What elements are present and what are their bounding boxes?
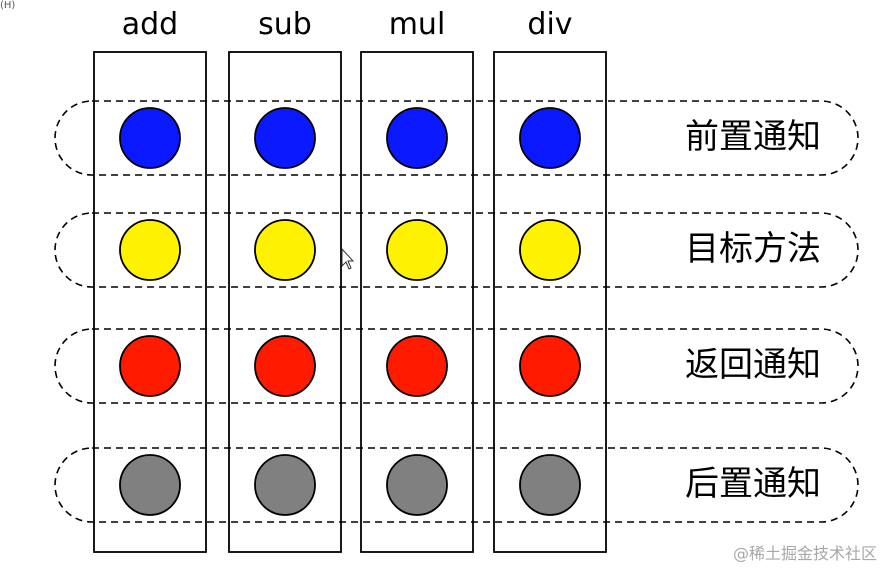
circle-sub-row-3 bbox=[254, 335, 316, 397]
row-label-2: 目标方法 bbox=[685, 229, 821, 269]
circle-div-row-3 bbox=[519, 335, 581, 397]
circle-add-row-4 bbox=[119, 454, 181, 516]
circle-mul-row-2 bbox=[386, 219, 448, 281]
circle-mul-row-3 bbox=[386, 335, 448, 397]
column-box-div bbox=[493, 51, 607, 553]
row-label-1: 前置通知 bbox=[685, 117, 821, 157]
row-label-4: 后置通知 bbox=[685, 464, 821, 504]
circle-add-row-2 bbox=[119, 219, 181, 281]
circle-add-row-3 bbox=[119, 335, 181, 397]
circle-sub-row-1 bbox=[254, 107, 316, 169]
row-band-2 bbox=[54, 212, 859, 288]
column-box-mul bbox=[360, 51, 474, 553]
row-band-4 bbox=[54, 447, 859, 523]
column-box-sub bbox=[228, 51, 342, 553]
column-box-add bbox=[93, 51, 207, 553]
row-band-3 bbox=[54, 328, 859, 404]
circle-add-row-1 bbox=[119, 107, 181, 169]
circle-sub-row-2 bbox=[254, 219, 316, 281]
column-label-mul: mul bbox=[388, 7, 446, 42]
row-label-3: 返回通知 bbox=[685, 345, 821, 385]
circle-sub-row-4 bbox=[254, 454, 316, 516]
row-band-1 bbox=[54, 100, 859, 176]
column-label-div: div bbox=[527, 7, 573, 42]
watermark: @稀土掘金技术社区 bbox=[732, 544, 877, 563]
mouse-cursor-icon bbox=[341, 247, 355, 270]
circle-div-row-4 bbox=[519, 454, 581, 516]
circle-mul-row-1 bbox=[386, 107, 448, 169]
corner-text: (H) bbox=[0, 0, 16, 11]
column-label-sub: sub bbox=[258, 7, 312, 42]
column-label-add: add bbox=[121, 7, 179, 42]
circle-div-row-2 bbox=[519, 219, 581, 281]
circle-div-row-1 bbox=[519, 107, 581, 169]
circle-mul-row-4 bbox=[386, 454, 448, 516]
